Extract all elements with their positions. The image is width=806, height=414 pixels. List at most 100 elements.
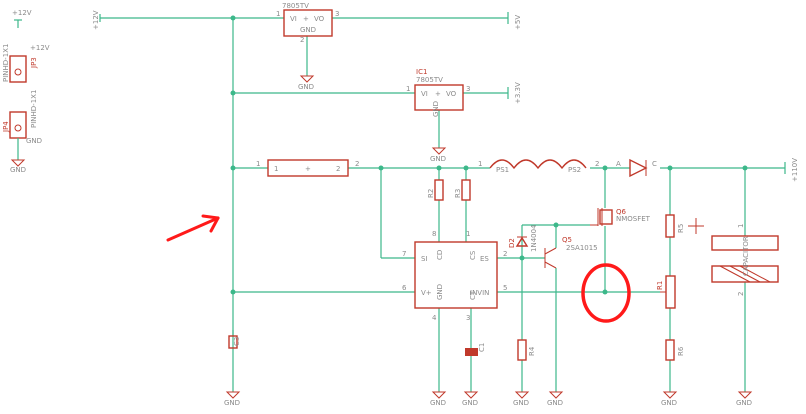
capacitor-large: CAPACITOR 1 2 bbox=[711, 224, 779, 296]
svg-text:Q5: Q5 bbox=[562, 236, 572, 244]
gnd-symbols: GND GND GND GND GND GND GND GND GND bbox=[224, 75, 753, 407]
svg-text:C1: C1 bbox=[478, 343, 486, 352]
svg-text:2: 2 bbox=[355, 160, 359, 168]
svg-text:Q6: Q6 bbox=[616, 208, 627, 216]
svg-text:C3: C3 bbox=[233, 337, 241, 346]
junction-nodes bbox=[230, 15, 748, 295]
svg-text:3: 3 bbox=[335, 10, 339, 18]
svg-text:1: 1 bbox=[466, 230, 470, 238]
svg-text:ES: ES bbox=[480, 255, 489, 263]
svg-text:4: 4 bbox=[432, 314, 437, 322]
jp3-value-label: PINHD-1X1 bbox=[2, 44, 10, 82]
svg-text:CS: CS bbox=[469, 250, 477, 260]
regulator-7805-top: 7805TV VI + VO GND 1 3 2 bbox=[276, 2, 339, 44]
jp4-value-label: PINHD-1X1 bbox=[30, 90, 38, 128]
svg-text:3: 3 bbox=[466, 314, 470, 322]
svg-text:5: 5 bbox=[503, 284, 507, 292]
jp4-gnd-label: GND bbox=[26, 137, 42, 145]
svg-text:R4: R4 bbox=[528, 346, 536, 356]
jp3-power-label: +12V bbox=[12, 9, 32, 17]
svg-text:R3: R3 bbox=[454, 189, 462, 198]
svg-text:GND: GND bbox=[432, 101, 440, 117]
jumper-jp4: PINHD-1X1 JP4 GND GND bbox=[2, 90, 42, 174]
svg-text:R1: R1 bbox=[656, 281, 664, 290]
svg-text:GND: GND bbox=[462, 399, 478, 407]
svg-text:R2: R2 bbox=[427, 189, 435, 198]
svg-text:GND: GND bbox=[224, 399, 240, 407]
svg-text:CD: CD bbox=[436, 250, 444, 260]
jp3-supply-label: +12V bbox=[30, 44, 50, 52]
svg-text:INVIN: INVIN bbox=[470, 289, 489, 297]
resistor-r5: R5 bbox=[665, 214, 704, 238]
annotation-arrow bbox=[166, 214, 220, 242]
svg-text:GND: GND bbox=[298, 83, 314, 91]
jp4-gnd-text: GND bbox=[10, 166, 26, 174]
svg-text:2SA1015: 2SA1015 bbox=[566, 244, 598, 252]
capacitor-c1: C1 bbox=[465, 343, 486, 356]
svg-text:GND: GND bbox=[430, 399, 446, 407]
svg-text:NMOSFET: NMOSFET bbox=[616, 215, 651, 223]
svg-text:1: 1 bbox=[478, 160, 482, 168]
svg-text:CT: CT bbox=[469, 290, 477, 300]
svg-text:VI: VI bbox=[421, 90, 428, 98]
reg-top-name: 7805TV bbox=[282, 2, 309, 10]
svg-text:+: + bbox=[305, 165, 311, 173]
svg-text:2: 2 bbox=[336, 165, 340, 173]
resistor-r4: R4 bbox=[517, 339, 536, 361]
svg-text:VO: VO bbox=[314, 15, 325, 23]
jumper-jp3: +12V +12V PINHD-1X1 JP3 bbox=[2, 9, 50, 83]
svg-text:7: 7 bbox=[402, 250, 406, 258]
svg-text:+: + bbox=[303, 15, 309, 23]
svg-text:PS1: PS1 bbox=[496, 166, 509, 174]
svg-text:R5: R5 bbox=[677, 224, 685, 233]
svg-text:2: 2 bbox=[503, 250, 507, 258]
resistor-r3: R3 bbox=[454, 179, 471, 201]
potentiometer-r1: R1 bbox=[656, 275, 676, 309]
svg-text:C: C bbox=[652, 160, 657, 168]
svg-text:+: + bbox=[435, 90, 441, 98]
ic1-value: 7805TV bbox=[416, 76, 443, 84]
resistor-r2: R2 bbox=[427, 179, 444, 201]
svg-text:PS2: PS2 bbox=[568, 166, 581, 174]
control-ic: SI V+ ES INVIN CD CS GND CT 7 6 2 5 8 1 … bbox=[402, 230, 507, 322]
svg-text:A: A bbox=[616, 160, 621, 168]
svg-text:VI: VI bbox=[290, 15, 297, 23]
svg-text:1N4004: 1N4004 bbox=[530, 224, 538, 252]
rail-33v-label: +3.3V bbox=[514, 82, 522, 104]
svg-text:GND: GND bbox=[661, 399, 677, 407]
svg-text:8: 8 bbox=[432, 230, 436, 238]
svg-text:1: 1 bbox=[256, 160, 260, 168]
power-labels: +12V +5V +3.3V +110V bbox=[92, 10, 799, 182]
component-ps: 1 1 + 2 2 bbox=[256, 159, 359, 177]
svg-text:GND: GND bbox=[300, 26, 316, 34]
svg-text:VO: VO bbox=[446, 90, 457, 98]
wiring bbox=[99, 14, 785, 392]
svg-text:GND: GND bbox=[547, 399, 563, 407]
svg-text:1: 1 bbox=[276, 10, 280, 18]
ic1-name: IC1 bbox=[416, 68, 427, 76]
svg-text:R6: R6 bbox=[677, 346, 685, 356]
rail-12v-label: +12V bbox=[92, 10, 100, 30]
transistor-q5: Q5 2SA1015 bbox=[544, 236, 598, 269]
inductor: 1 PS1 PS2 2 bbox=[478, 159, 599, 174]
svg-text:3: 3 bbox=[466, 85, 470, 93]
svg-text:GND: GND bbox=[513, 399, 529, 407]
svg-text:2: 2 bbox=[595, 160, 599, 168]
svg-text:D2: D2 bbox=[508, 238, 516, 248]
svg-text:2: 2 bbox=[737, 292, 745, 296]
svg-text:GND: GND bbox=[430, 155, 446, 163]
jp4-gnd-symbol bbox=[10, 159, 26, 167]
svg-text:1: 1 bbox=[274, 165, 278, 173]
svg-text:GND: GND bbox=[436, 284, 444, 300]
svg-text:2: 2 bbox=[300, 36, 304, 44]
svg-text:CAPACITOR: CAPACITOR bbox=[742, 236, 750, 276]
svg-text:GND: GND bbox=[736, 399, 752, 407]
mosfet-q6: Q6 NMOSFET bbox=[590, 208, 651, 226]
resistor-r6: R6 bbox=[665, 339, 685, 361]
diode-d2: D2 1N4004 bbox=[508, 224, 538, 252]
jp4-name-label: JP4 bbox=[2, 121, 10, 133]
annotation-circle bbox=[581, 263, 631, 323]
svg-text:1: 1 bbox=[406, 85, 410, 93]
svg-text:6: 6 bbox=[402, 284, 407, 292]
